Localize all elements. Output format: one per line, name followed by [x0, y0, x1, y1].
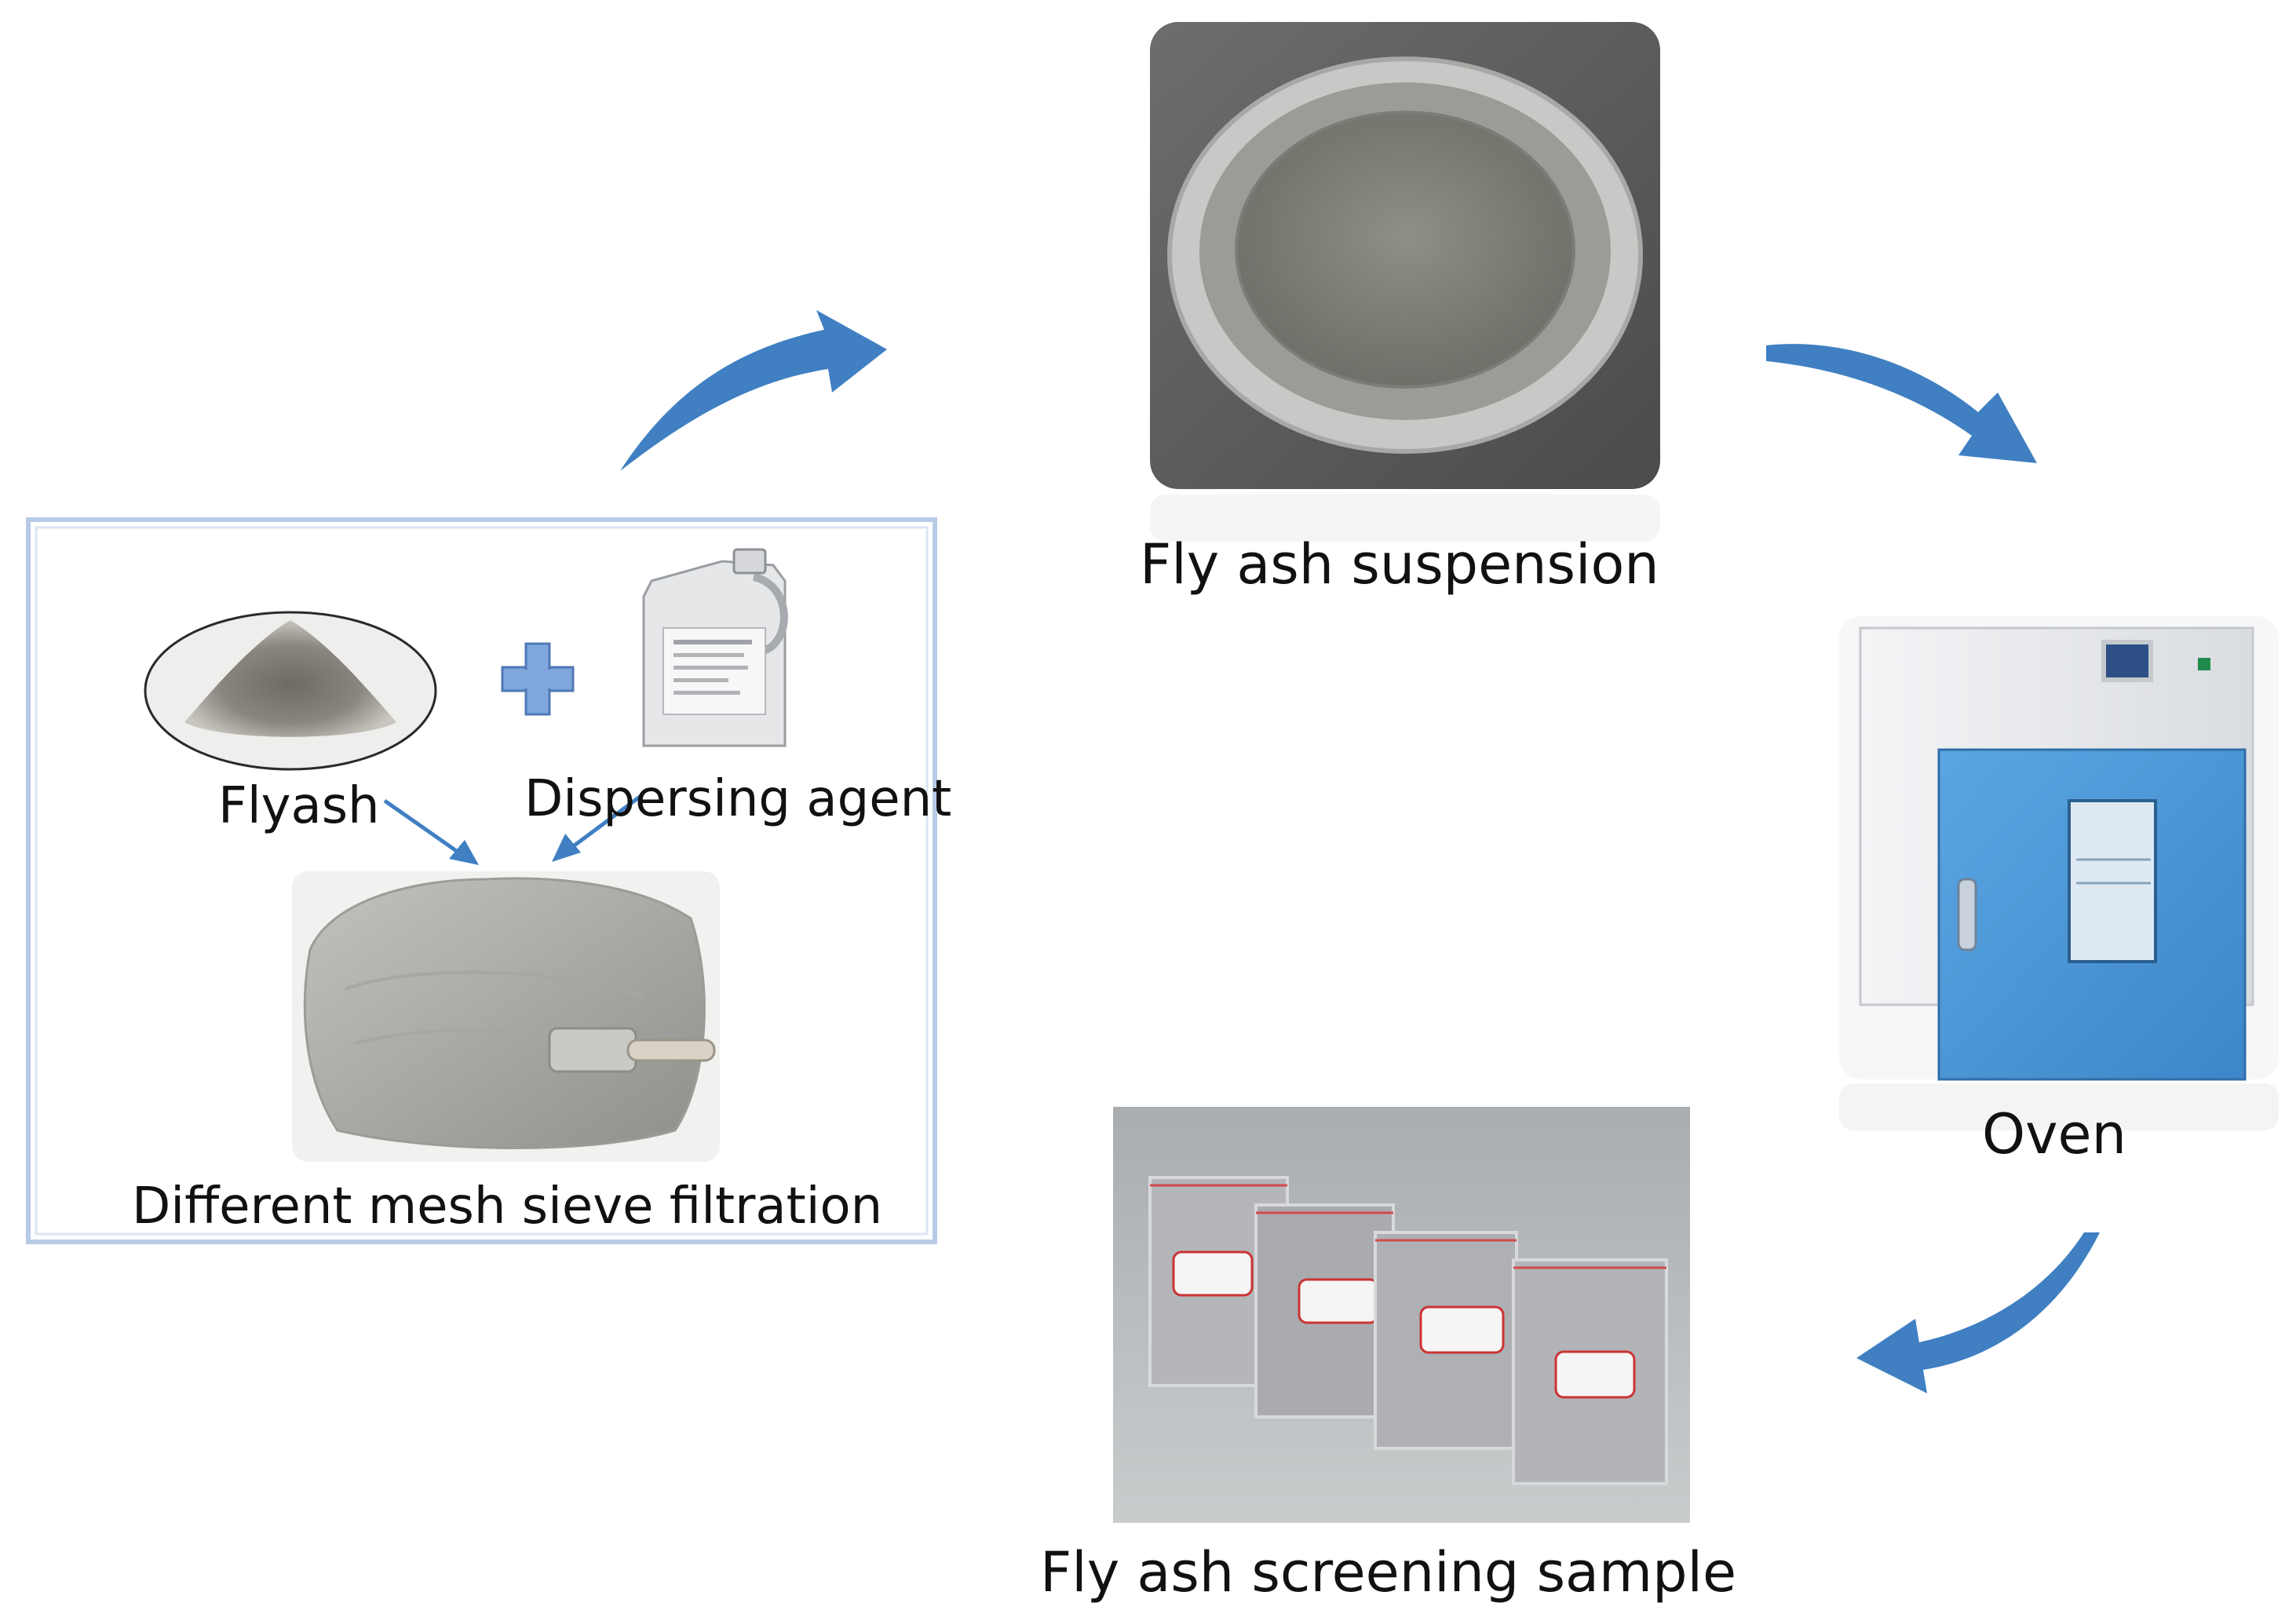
dispersing-agent-jug-image	[642, 548, 788, 747]
arrow-to-suspension	[620, 310, 887, 471]
sample-bag-4	[1512, 1258, 1668, 1485]
flyash-label: Flyash	[218, 777, 380, 835]
flyash-to-sieve-arrow	[383, 798, 479, 865]
oven-image	[1839, 616, 2279, 1130]
oven-label: Oven	[1982, 1102, 2126, 1166]
suspension-label: Fly ash suspension	[1140, 532, 1659, 597]
screening-sample-image	[1113, 1107, 1690, 1523]
plus-icon	[501, 642, 575, 716]
sample-bag-3	[1374, 1231, 1518, 1450]
arrow-to-oven	[1766, 344, 2037, 463]
suspension-image	[1150, 22, 1660, 542]
flyash-image	[144, 611, 437, 771]
dispersing-agent-label: Dispersing agent	[524, 770, 952, 828]
sieve-image	[292, 871, 720, 1162]
sample-bag-2	[1254, 1203, 1395, 1418]
agent-to-sieve-arrow	[552, 794, 641, 862]
arrow-to-samples	[1856, 1232, 2100, 1393]
panel-border-inner	[35, 526, 929, 1236]
screening-sample-label: Fly ash screening sample	[1040, 1540, 1737, 1605]
sieve-filtration-label: Different mesh sieve filtration	[132, 1177, 883, 1236]
